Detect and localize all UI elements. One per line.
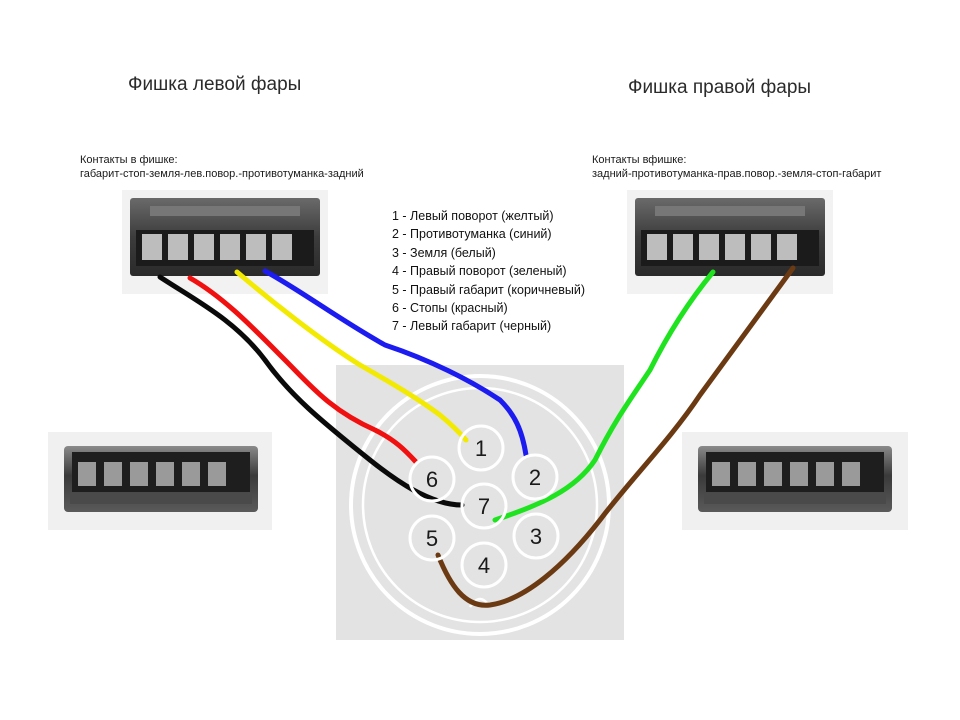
legend-item-7: 7 - Левый габарит (черный) xyxy=(392,319,552,334)
legend-item-3: 3 - Земля (белый) xyxy=(392,245,496,260)
left-contacts-order: габарит-стоп-земля-лев.повор.-противотум… xyxy=(80,168,364,180)
right-lamp-socket xyxy=(682,432,908,530)
left-contacts-note: Контакты в фишке: габарит-стоп-земля-лев… xyxy=(80,153,364,181)
pin-circles xyxy=(408,424,560,589)
legend-item-2: 2 - Противотуманка (синий) xyxy=(392,227,552,242)
green-wire xyxy=(492,269,716,523)
right-headlight-plug xyxy=(627,190,833,294)
left-headlight-plug xyxy=(122,190,328,294)
pin-label-3: 3 xyxy=(530,524,542,549)
right-contacts-note: Контакты вфишке: задний-противотуманка-п… xyxy=(592,153,881,181)
left-headlight-title: Фишка левой фары xyxy=(128,74,302,95)
red-wire xyxy=(187,275,419,465)
legend-item-5: 5 - Правый габарит (коричневый) xyxy=(392,282,586,297)
pin-label-6: 6 xyxy=(426,467,438,492)
legend-item-6: 6 - Стопы (красный) xyxy=(392,300,508,315)
left-lamp-socket xyxy=(48,432,272,530)
black-wire xyxy=(157,274,465,508)
pin-label-7: 7 xyxy=(478,494,490,519)
right-contacts-heading: Контакты вфишке: xyxy=(592,154,687,166)
pin-label-2: 2 xyxy=(529,465,541,490)
right-contacts-order: задний-противотуманка-прав.повор.-земля-… xyxy=(592,168,882,180)
pin-label-5: 5 xyxy=(426,526,438,551)
pin-label-1: 1 xyxy=(475,436,487,461)
pin-label-4: 4 xyxy=(478,553,490,578)
right-headlight-title: Фишка правой фары xyxy=(628,77,812,98)
legend-item-1: 1 - Левый поворот (желтый) xyxy=(392,209,554,223)
brown-wire xyxy=(435,265,796,608)
round-connector xyxy=(336,365,624,640)
legend-item-4: 4 - Правый поворот (зеленый) xyxy=(392,264,567,279)
yellow-wire xyxy=(234,269,469,443)
blue-wire xyxy=(262,268,529,458)
pin-legend: 1 - Левый поворот (желтый) 2 - Противоту… xyxy=(392,207,585,336)
left-contacts-heading: Контакты в фишке: xyxy=(80,154,178,166)
